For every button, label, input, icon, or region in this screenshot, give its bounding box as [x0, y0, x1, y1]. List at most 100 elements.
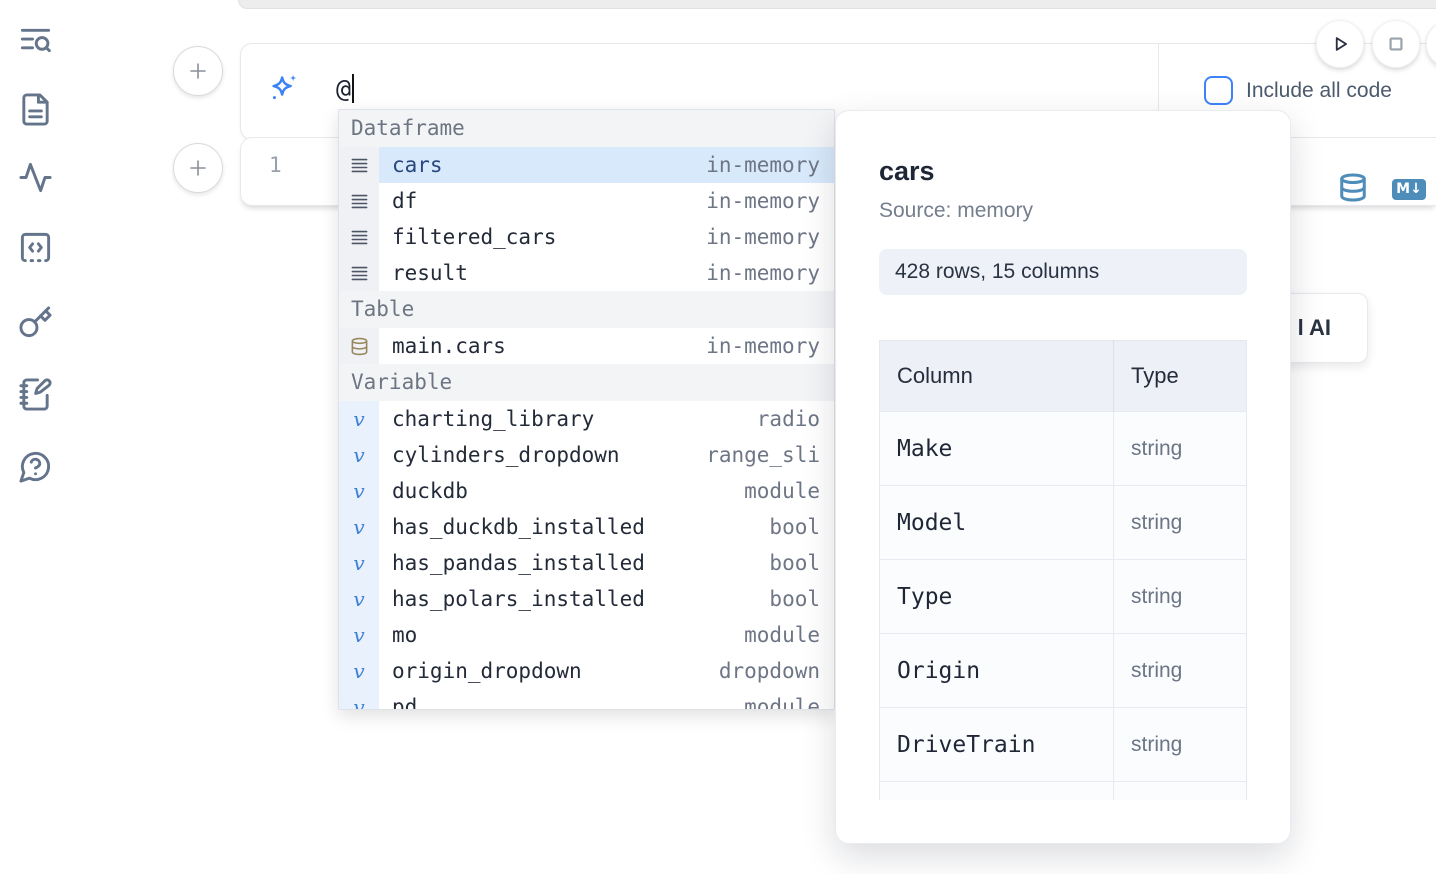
previous-cell-bottom-edge [238, 0, 1436, 9]
column-table-row: Origin string [879, 633, 1247, 708]
autocomplete-item[interactable]: v cylinders_dropdown range_sli [339, 437, 834, 473]
autocomplete-item-kind-icon: v [339, 581, 379, 617]
autocomplete-item[interactable]: v has_duckdb_installed bool [339, 509, 834, 545]
column-table-row: Type string [879, 559, 1247, 634]
autocomplete-item-type: module [744, 695, 820, 710]
autocomplete-item-name: charting_library [392, 407, 595, 431]
autocomplete-item-type: radio [756, 407, 820, 431]
text-cursor [352, 74, 355, 103]
column-table-row: Make string [879, 411, 1247, 486]
column-type: string [1113, 633, 1247, 708]
column-name: Type [879, 559, 1114, 634]
add-cell-above-button[interactable] [173, 46, 223, 96]
autocomplete-item[interactable]: v has_pandas_installed bool [339, 545, 834, 581]
autocomplete-item[interactable]: v origin_dropdown dropdown [339, 653, 834, 689]
autocomplete-item-name: pd [392, 695, 418, 710]
include-all-code-checkbox[interactable] [1204, 76, 1233, 105]
autocomplete-item-kind-icon: v [339, 401, 379, 437]
include-all-code-label: Include all code [1246, 78, 1392, 102]
autocomplete-item[interactable]: v has_polars_installed bool [339, 581, 834, 617]
autocomplete-item-type: module [744, 623, 820, 647]
autocomplete-item-kind-icon: v [339, 509, 379, 545]
autocomplete-item[interactable]: result in-memory [339, 255, 834, 291]
run-button[interactable] [1316, 20, 1364, 68]
key-icon[interactable] [18, 305, 53, 340]
autocomplete-item-name: mo [392, 623, 418, 647]
autocomplete-item-kind-icon: v [339, 617, 379, 653]
help-chat-icon[interactable] [18, 449, 53, 484]
autocomplete-item-kind-icon [339, 328, 379, 364]
column-table-row [879, 781, 1247, 800]
sql-toggle-icon[interactable] [1338, 172, 1368, 203]
autocomplete-item[interactable]: v duckdb module [339, 473, 834, 509]
preview-table-body: Make string Model string Type string Ori… [879, 411, 1247, 800]
autocomplete-section-header: Dataframe [339, 110, 834, 147]
autocomplete-list: Dataframe cars in-memory df in-memory fi… [339, 110, 834, 710]
activity-icon[interactable] [18, 160, 53, 195]
column-type: string [1113, 411, 1247, 486]
autocomplete-item-name: has_duckdb_installed [392, 515, 645, 539]
column-type: string [1113, 707, 1247, 782]
autocomplete-item[interactable]: v charting_library radio [339, 401, 834, 437]
line-number: 1 [269, 153, 282, 177]
autocomplete-item-kind-icon [339, 255, 379, 291]
autocomplete-item-type: dropdown [718, 659, 820, 683]
autocomplete-item-name: main.cars [392, 334, 506, 358]
autocomplete-section-header: Variable [339, 364, 834, 401]
autocomplete-item-type: module [744, 479, 820, 503]
stop-button[interactable] [1372, 20, 1420, 68]
autocomplete-item-kind-icon: v [339, 437, 379, 473]
autocomplete-item-name: origin_dropdown [392, 659, 582, 683]
autocomplete-item-kind-icon [339, 183, 379, 219]
autocomplete-item-name: result [392, 261, 468, 285]
autocomplete-item-type: range_sli [706, 443, 820, 467]
dataframe-preview-popup: cars Source: memory 428 rows, 15 columns… [835, 110, 1291, 844]
autocomplete-item-name: cylinders_dropdown [392, 443, 620, 467]
autocomplete-item-kind-icon: v [339, 689, 379, 709]
autocomplete-item-name: df [392, 189, 418, 213]
list-search-icon[interactable] [18, 23, 53, 58]
add-cell-below-button[interactable] [173, 143, 223, 193]
column-header: Column [879, 340, 1114, 412]
column-table-row: Model string [879, 485, 1247, 560]
column-name: Model [879, 485, 1114, 560]
autocomplete-dropdown: Dataframe cars in-memory df in-memory fi… [338, 109, 835, 710]
autocomplete-item-type: in-memory [706, 334, 820, 358]
preview-source: Source: memory [879, 199, 1034, 222]
autocomplete-item-type: in-memory [706, 261, 820, 285]
autocomplete-item-kind-icon [339, 219, 379, 255]
autocomplete-item-kind-icon: v [339, 473, 379, 509]
autocomplete-item[interactable]: v mo module [339, 617, 834, 653]
autocomplete-item-type: in-memory [706, 189, 820, 213]
autocomplete-item-type: in-memory [706, 153, 820, 177]
autocomplete-item-type: in-memory [706, 225, 820, 249]
sidebar [0, 0, 72, 874]
autocomplete-section-header: Table [339, 291, 834, 328]
ai-sparkle-icon [267, 72, 300, 105]
autocomplete-item[interactable]: main.cars in-memory [339, 328, 834, 364]
code-square-icon[interactable] [18, 230, 53, 265]
column-type: string [1113, 485, 1247, 560]
autocomplete-item-type: bool [769, 587, 820, 611]
autocomplete-item-type: bool [769, 515, 820, 539]
markdown-toggle-icon[interactable]: M↓ [1392, 179, 1426, 200]
file-text-icon[interactable] [18, 92, 53, 127]
autocomplete-item-type: bool [769, 551, 820, 575]
autocomplete-item-name: has_pandas_installed [392, 551, 645, 575]
column-table-row: DriveTrain string [879, 707, 1247, 782]
autocomplete-item[interactable]: filtered_cars in-memory [339, 219, 834, 255]
notebook-pen-icon[interactable] [18, 377, 53, 412]
preview-title: cars [879, 156, 935, 186]
autocomplete-item[interactable]: cars in-memory [339, 147, 834, 183]
type-header: Type [1113, 340, 1247, 412]
autocomplete-item-kind-icon: v [339, 545, 379, 581]
autocomplete-item[interactable]: df in-memory [339, 183, 834, 219]
preview-shape-badge: 428 rows, 15 columns [879, 249, 1247, 295]
ai-prompt-input[interactable]: @ [336, 74, 355, 103]
preview-column-table: Column Type Make string Model string Typ… [879, 340, 1247, 800]
column-name [879, 781, 1114, 800]
autocomplete-item-name: duckdb [392, 479, 468, 503]
autocomplete-item[interactable]: v pd module [339, 689, 834, 710]
column-name: DriveTrain [879, 707, 1114, 782]
autocomplete-item-name: filtered_cars [392, 225, 557, 249]
